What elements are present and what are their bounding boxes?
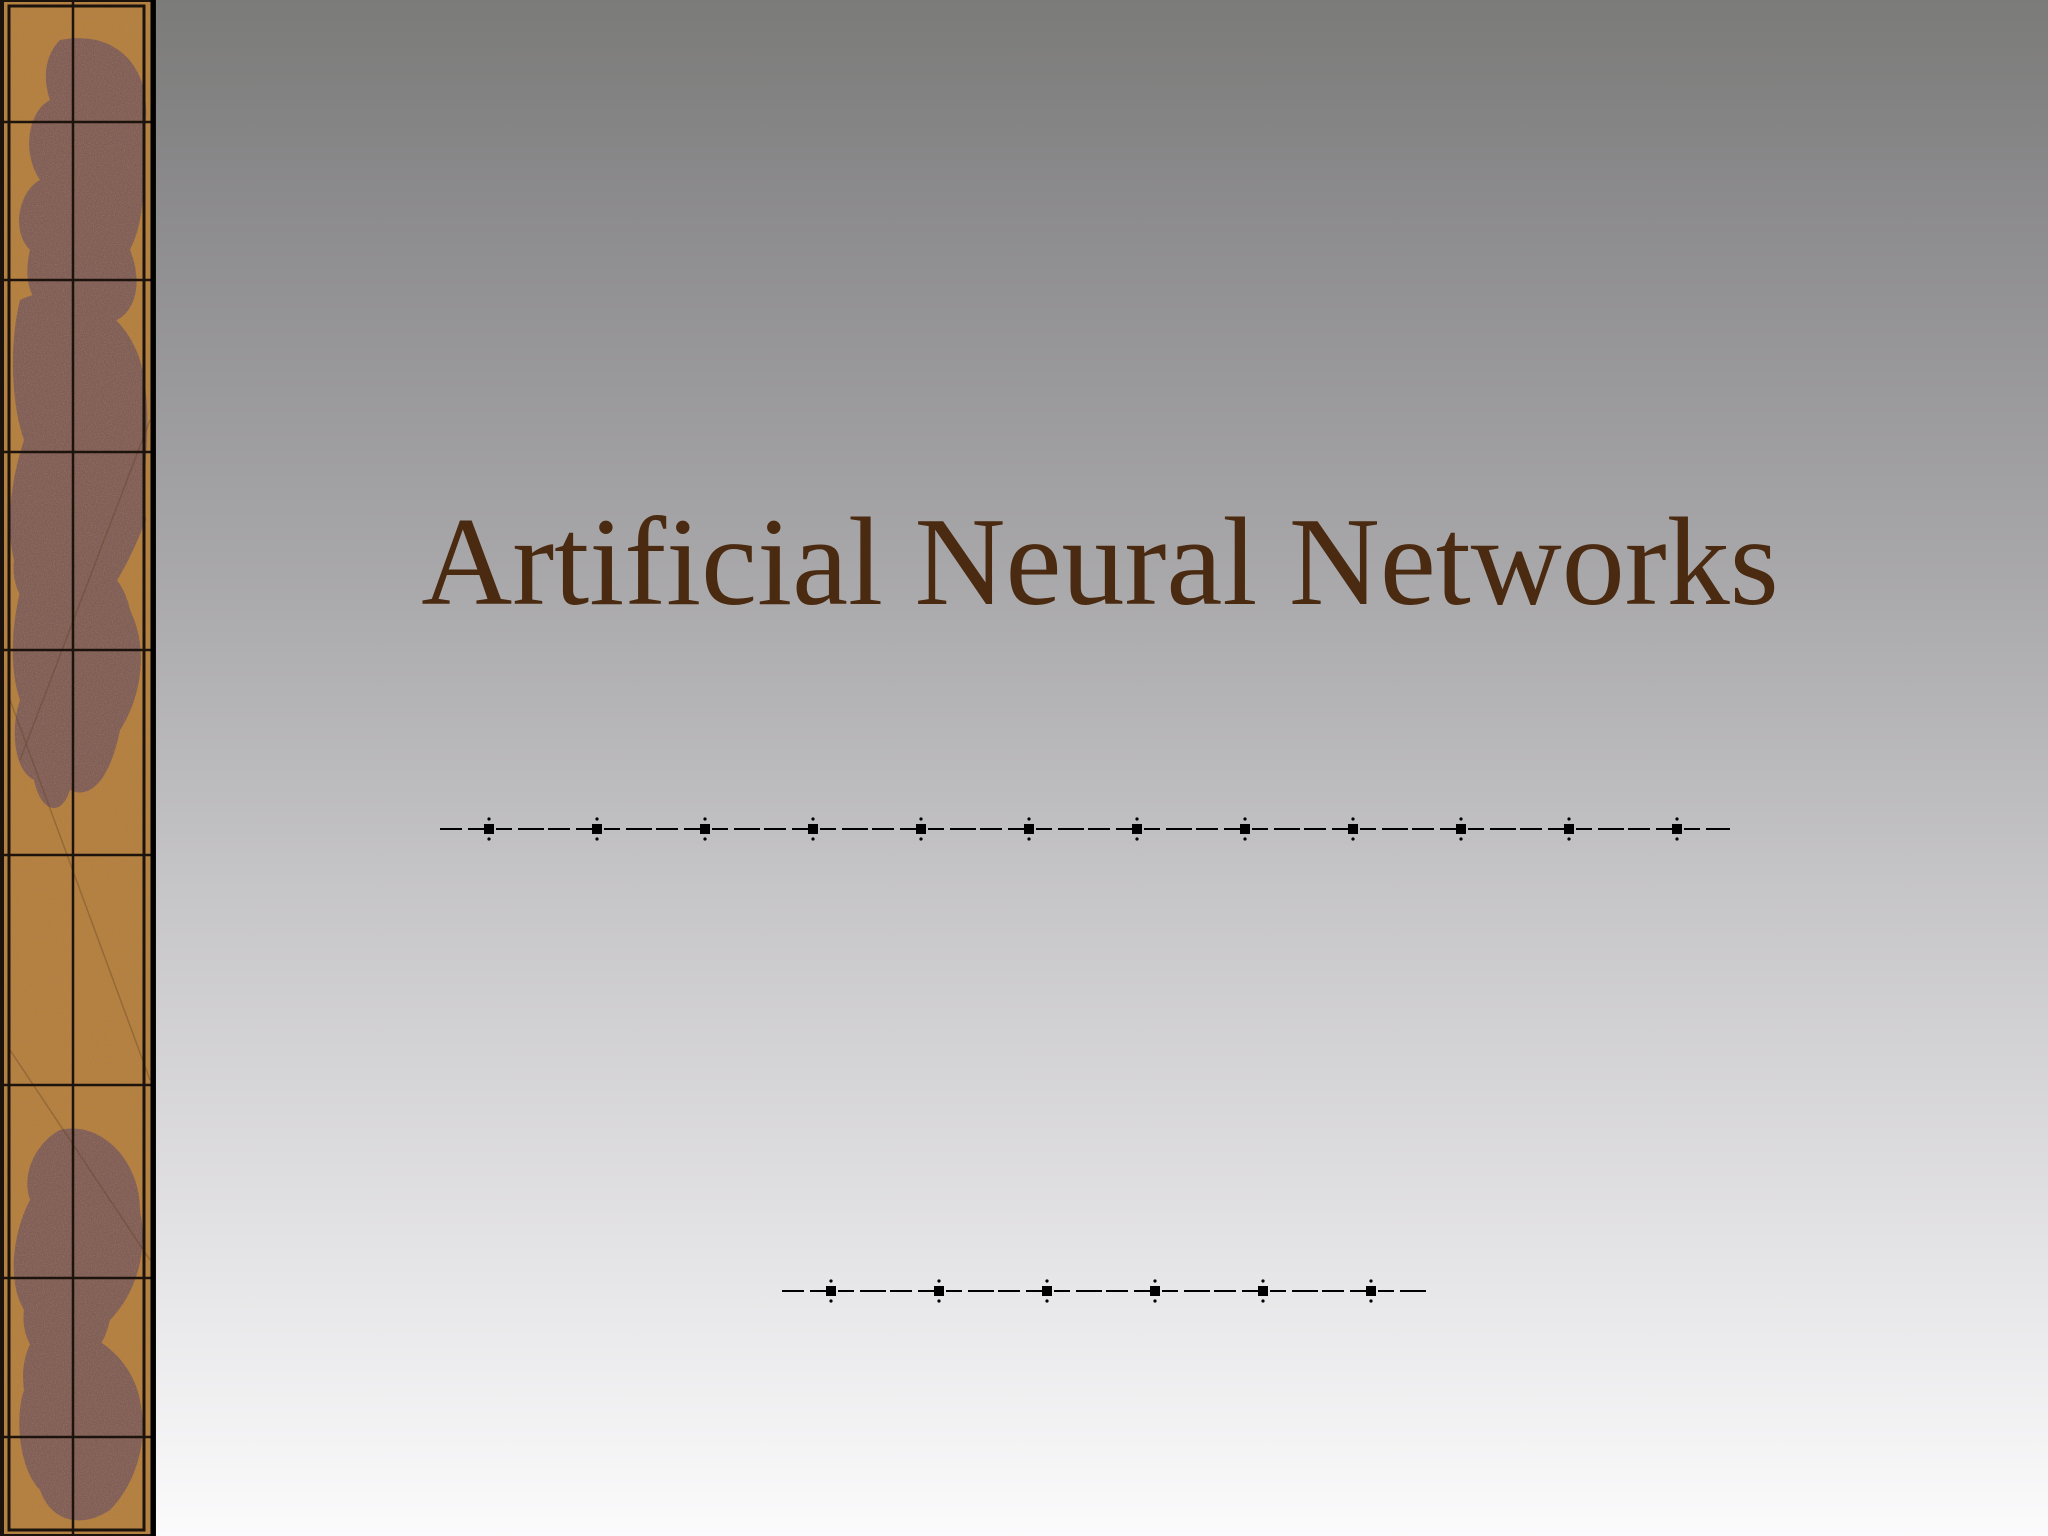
dash-dot-divider-icon [782,1278,1426,1304]
slide-title: Artificial Neural Networks [421,493,1779,632]
dash-dot-divider-icon [440,816,1730,842]
leaf-pattern-border [0,0,156,1536]
